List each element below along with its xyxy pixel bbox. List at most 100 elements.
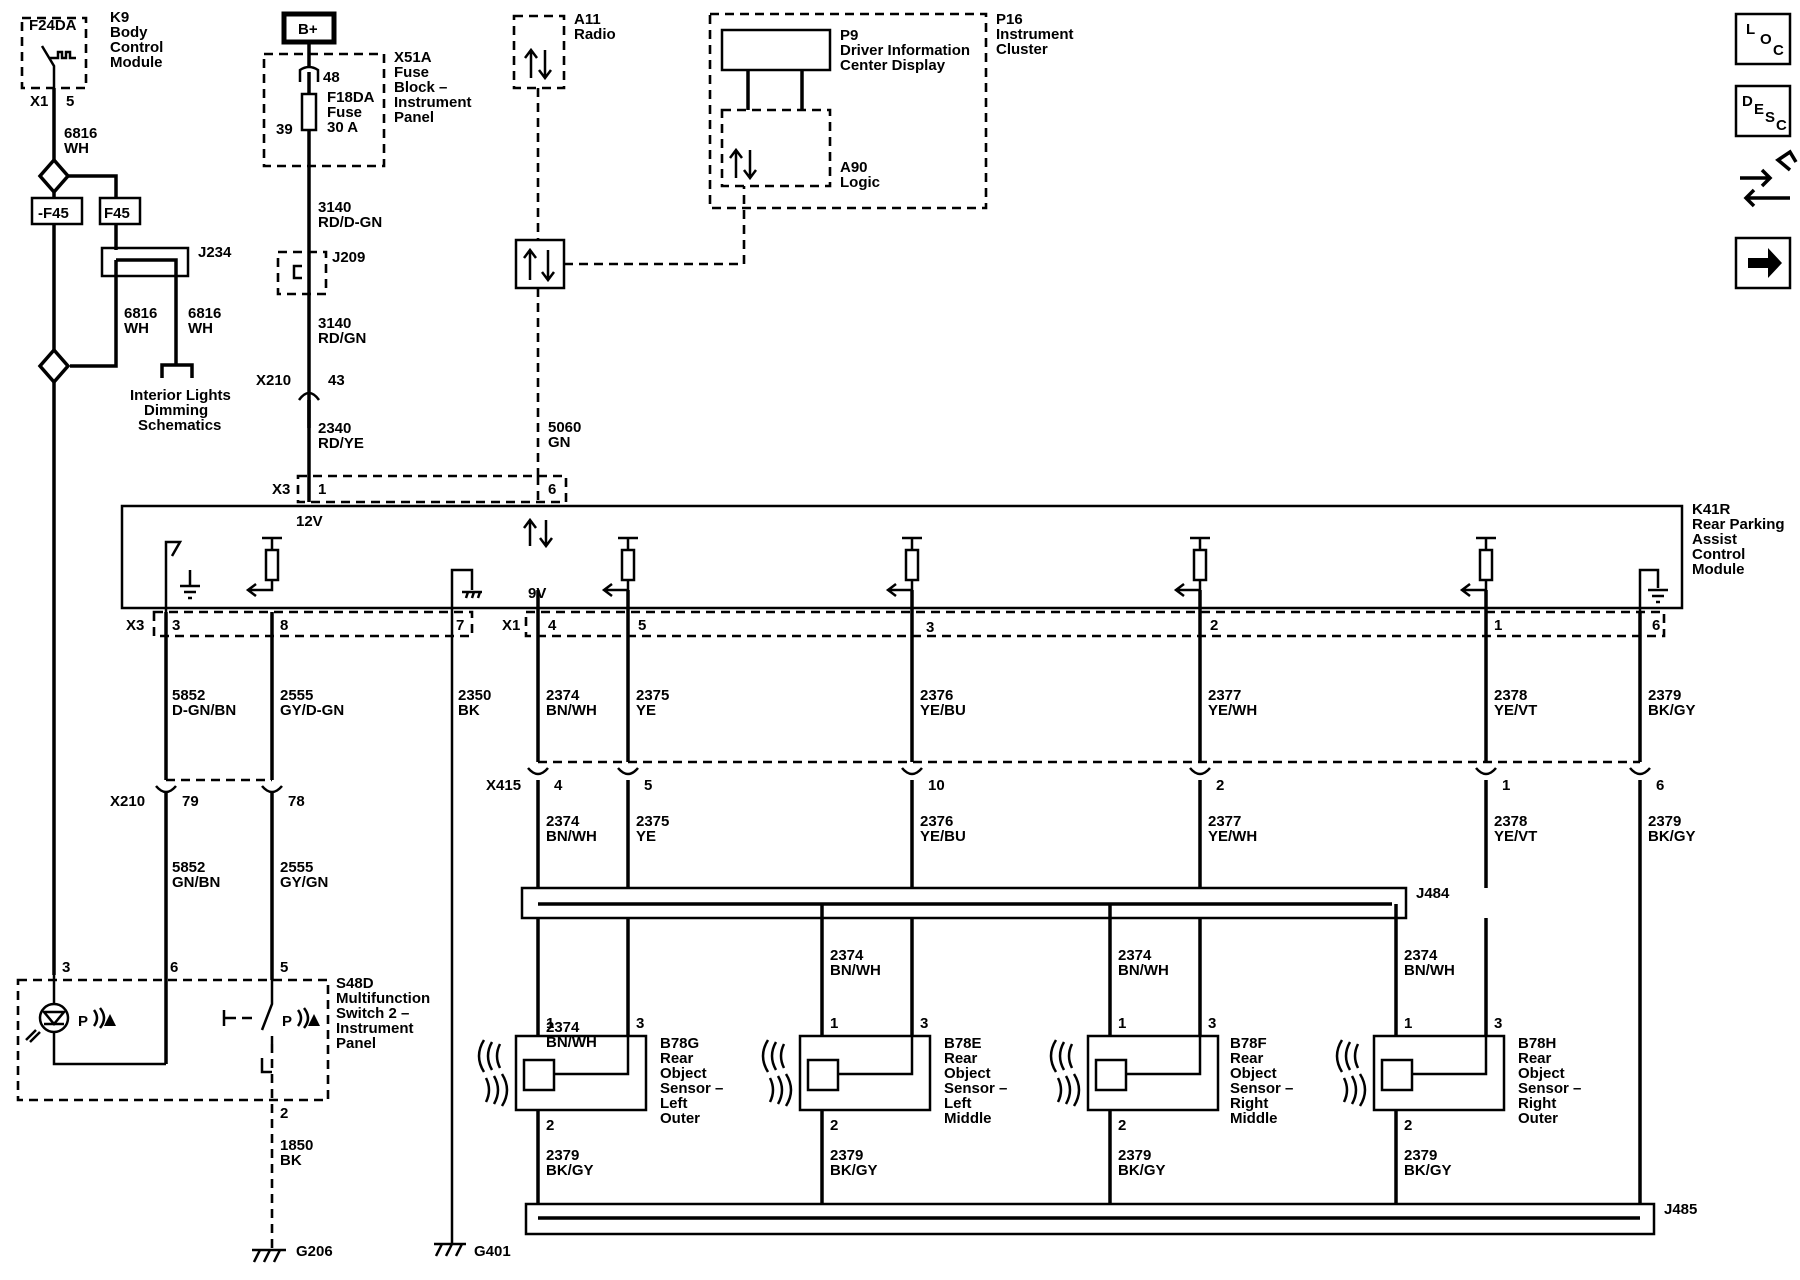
f45-left-box[interactable] bbox=[30, 196, 84, 226]
a90-ref: A90 bbox=[840, 159, 868, 176]
k41r-ground-6 bbox=[1638, 568, 1668, 612]
p9-ref: P9 bbox=[840, 27, 858, 44]
fuse-f18da-icon bbox=[300, 92, 318, 132]
b78f-ref: B78F bbox=[1230, 1035, 1267, 1052]
b78e-gnd-color: BK/GY bbox=[830, 1162, 878, 1179]
desc-c: C bbox=[1776, 117, 1787, 134]
wire-2374-color: BN/WH bbox=[546, 702, 597, 719]
x415-pin-2: 2 bbox=[1216, 777, 1224, 794]
b78f-name-1: Rear bbox=[1230, 1050, 1264, 1067]
x3-bottom-connector[interactable] bbox=[152, 610, 474, 638]
b78e-ref: B78E bbox=[944, 1035, 982, 1052]
x51a-pin-in: 48 bbox=[323, 69, 340, 86]
s48d-multifunction-switch[interactable] bbox=[16, 978, 330, 1102]
k41r-module-box[interactable] bbox=[120, 504, 1684, 610]
wire-splice-right bbox=[68, 174, 118, 198]
x3-top-connector[interactable] bbox=[296, 474, 568, 504]
sensor-b78f[interactable] bbox=[1049, 904, 1220, 1218]
b78h-ref: B78H bbox=[1518, 1035, 1556, 1052]
k41r-ref: K41R bbox=[1692, 501, 1731, 518]
a11-radio-box[interactable] bbox=[512, 14, 566, 90]
f45-right-box[interactable] bbox=[98, 196, 142, 226]
b78e-name-2: Object bbox=[944, 1065, 991, 1082]
p9-display-box[interactable] bbox=[720, 28, 832, 72]
sensor-b78f-internal bbox=[1126, 1036, 1202, 1076]
desc-button[interactable]: D E S C bbox=[1734, 84, 1792, 138]
sensor-b78e[interactable] bbox=[761, 904, 932, 1218]
b78g-name-1: Rear bbox=[660, 1050, 694, 1067]
wire-2555a-color: GY/D-GN bbox=[280, 702, 344, 719]
wire-2378-num: 2378 bbox=[1494, 687, 1527, 704]
wire-2379b-num: 2379 bbox=[1648, 813, 1681, 830]
b78f-name-4: Right bbox=[1230, 1095, 1268, 1112]
desc-s: S bbox=[1765, 109, 1775, 126]
wire-6816c-num: 6816 bbox=[188, 305, 221, 322]
desc-e: E bbox=[1754, 101, 1764, 118]
p16-instrument-cluster[interactable] bbox=[708, 12, 988, 210]
x51a-fuse-block[interactable] bbox=[262, 52, 386, 168]
b78f-gnd-color: BK/GY bbox=[1118, 1162, 1166, 1179]
x415-label: X415 bbox=[486, 777, 521, 794]
wire-2374b-num: 2374 bbox=[546, 813, 580, 830]
wire-2379-color: BK/GY bbox=[1648, 702, 1696, 719]
x3-bottom-pin-7: 7 bbox=[456, 617, 464, 634]
arrow-right-icon[interactable] bbox=[1734, 236, 1792, 290]
wire-2376-num: 2376 bbox=[920, 687, 953, 704]
wire-2378b-color: YE/VT bbox=[1494, 828, 1537, 845]
x3-top-pin-1: 1 bbox=[318, 481, 326, 498]
a90-logic-box[interactable] bbox=[720, 108, 832, 188]
wire-2374b-color: BN/WH bbox=[546, 828, 597, 845]
wire-2375-color: YE bbox=[636, 702, 656, 719]
fuse-rating: 30 A bbox=[327, 119, 358, 136]
x3-bottom-pin-3: 3 bbox=[172, 617, 180, 634]
x415-pin-5: 5 bbox=[644, 777, 652, 794]
j484-label: J484 bbox=[1416, 885, 1450, 902]
x415-pin-10: 10 bbox=[928, 777, 945, 794]
x210a-label: X210 bbox=[256, 372, 291, 389]
x210a-pin: 43 bbox=[328, 372, 345, 389]
j209-box[interactable] bbox=[276, 250, 328, 296]
interior-lights-link[interactable]: Interior Lights bbox=[130, 387, 231, 404]
x51a-connector-icon bbox=[298, 65, 320, 82]
x51a-name-2: Block – bbox=[394, 79, 447, 96]
loc-button[interactable]: L O C bbox=[1734, 12, 1792, 66]
x210b-hook-79 bbox=[155, 785, 177, 794]
sensor-b78h[interactable] bbox=[1335, 904, 1506, 1218]
wire-3140b-num: 3140 bbox=[318, 315, 351, 332]
s48d-pin-6: 6 bbox=[170, 959, 178, 976]
b78e-wire-num: 2374 bbox=[830, 947, 864, 964]
wire-6816b-num: 6816 bbox=[124, 305, 157, 322]
x51a-name-3: Instrument bbox=[394, 94, 472, 111]
ultrasonic-wave-icon bbox=[1335, 1039, 1367, 1107]
s48d-name-2: Switch 2 – bbox=[336, 1005, 409, 1022]
b78h-wire-num: 2374 bbox=[1404, 947, 1438, 964]
x415-pin-4: 4 bbox=[554, 777, 563, 794]
sensor-b78g[interactable] bbox=[477, 918, 648, 1218]
b78f-pin-3: 3 bbox=[1208, 1015, 1216, 1032]
x415-pin-hooks bbox=[527, 767, 1651, 776]
a11-name: Radio bbox=[574, 26, 616, 43]
k41r-internal-input-3 bbox=[885, 536, 922, 597]
p9-name-2: Center Display bbox=[840, 57, 946, 74]
b78f-pin-1: 1 bbox=[1118, 1015, 1126, 1032]
x415-pin-1: 1 bbox=[1502, 777, 1510, 794]
b78h-wire-color: BN/WH bbox=[1404, 962, 1455, 979]
wire-2376b-num: 2376 bbox=[920, 813, 953, 830]
x1-bottom-connector[interactable] bbox=[524, 610, 1666, 638]
wire-5852b-color: GN/BN bbox=[172, 874, 220, 891]
x1-pin-3: 3 bbox=[926, 619, 934, 636]
serial-data-junction[interactable] bbox=[514, 238, 566, 290]
b78f-wire-color: BN/WH bbox=[1118, 962, 1169, 979]
x3-top-pin-6: 6 bbox=[548, 481, 556, 498]
k9-name-3: Module bbox=[110, 54, 163, 71]
wire-2379-num: 2379 bbox=[1648, 687, 1681, 704]
x1-pin-1: 1 bbox=[1494, 617, 1502, 634]
splice-diamond-bottom bbox=[37, 347, 71, 385]
j234-box[interactable] bbox=[100, 246, 190, 278]
k9-ref: K9 bbox=[110, 9, 129, 26]
sensor-b78g-internal bbox=[554, 1036, 630, 1076]
k9-body-control-module[interactable]: F24DA K9 Body Control Module bbox=[20, 9, 163, 90]
connector-icon[interactable] bbox=[1740, 149, 1798, 208]
interior-lights-3: Schematics bbox=[138, 417, 221, 434]
